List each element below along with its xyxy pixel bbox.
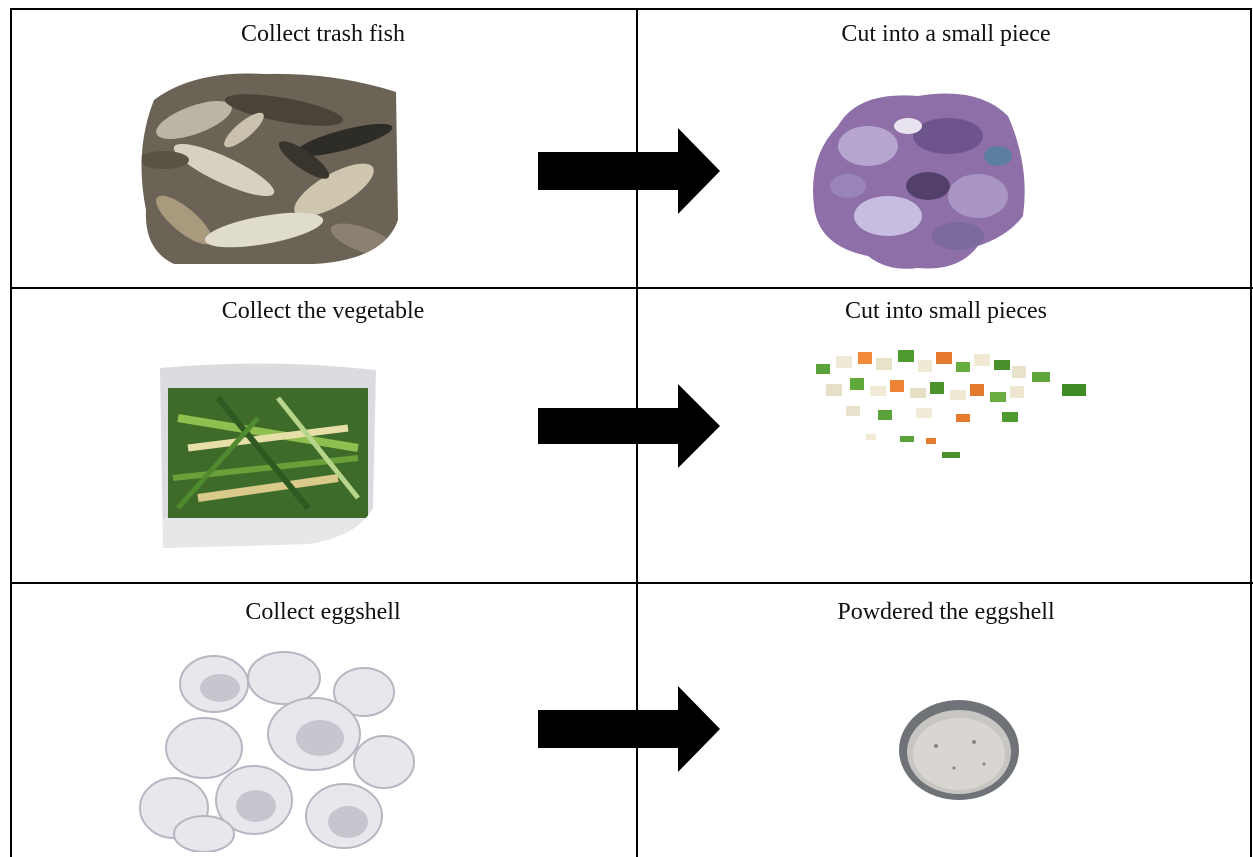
row-divider-2: [10, 582, 1253, 584]
right-arrow-icon: [538, 128, 720, 214]
trash-fish-image: [134, 70, 400, 266]
right-arrow-icon: [538, 384, 720, 468]
eggshells-image: [134, 648, 420, 852]
label-collect-eggshell: Collect eggshell: [10, 598, 636, 626]
label-powdered-eggshell: Powdered the eggshell: [638, 598, 1253, 626]
row-divider-1: [10, 287, 1253, 289]
label-cut-small-pieces: Cut into small pieces: [638, 297, 1253, 325]
right-arrow-icon: [538, 686, 720, 772]
label-cut-small-piece: Cut into a small piece: [638, 20, 1253, 48]
vegetable-bag-image: [158, 358, 380, 548]
eggshell-powder-image: [896, 696, 1022, 802]
label-collect-trash-fish: Collect trash fish: [10, 20, 636, 48]
cut-fish-image: [808, 86, 1030, 272]
label-collect-vegetable: Collect the vegetable: [10, 297, 636, 325]
cut-vegetables-image: [806, 344, 1096, 464]
